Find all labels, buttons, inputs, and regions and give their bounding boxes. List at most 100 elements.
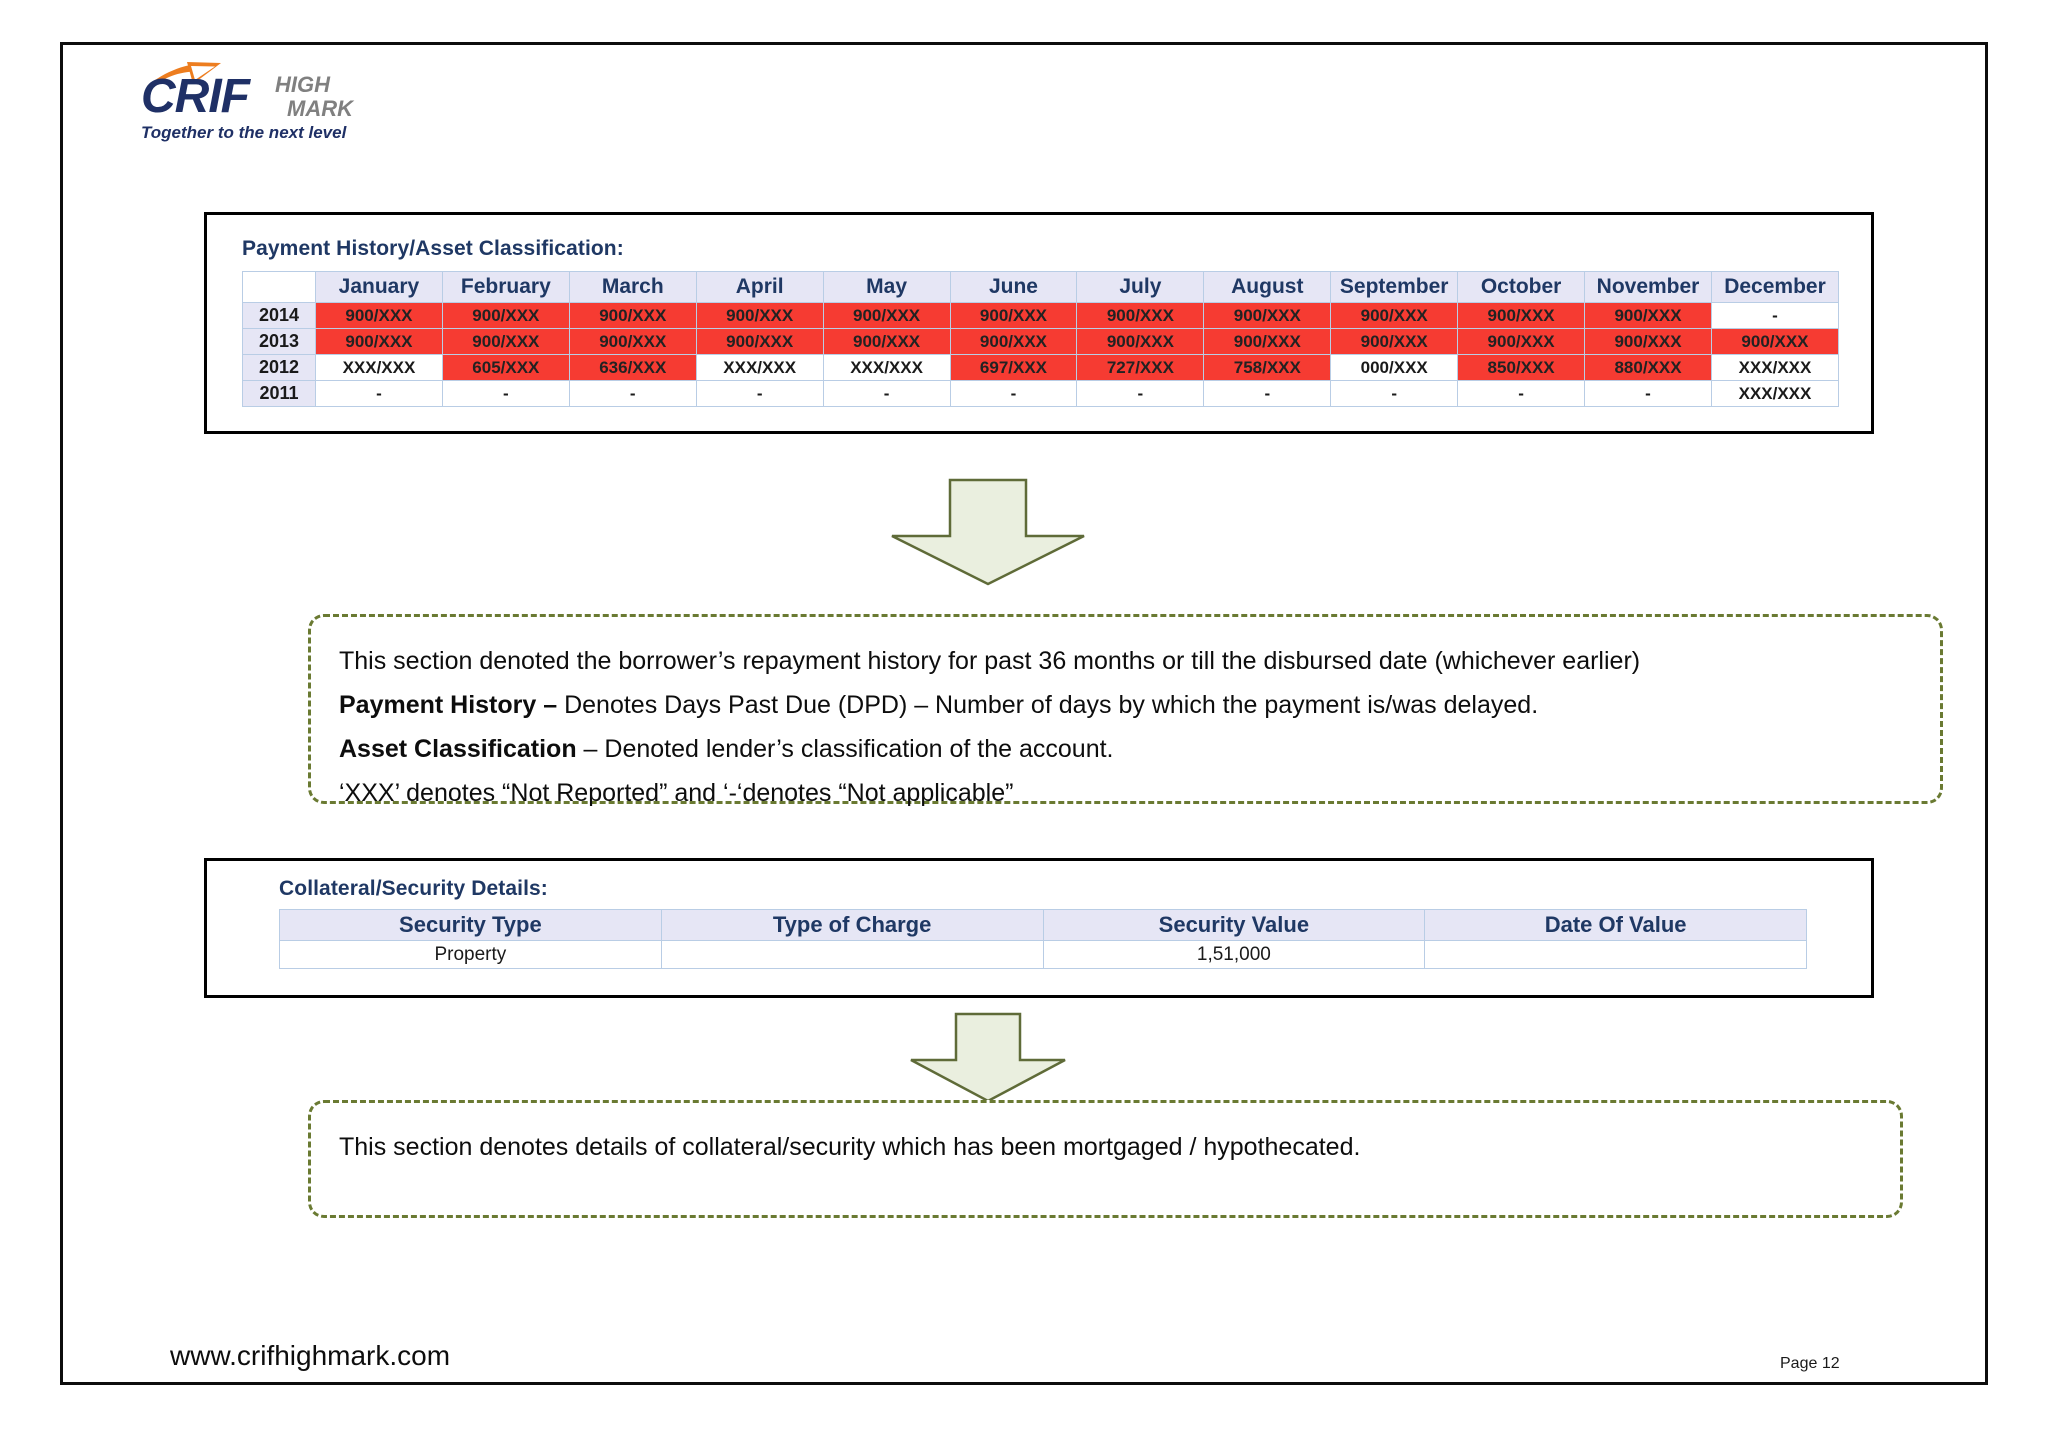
callout-one-line-2-bold: Payment History – [339,691,558,719]
payment-history-cell-2013-december: 900/XXX [1710,328,1840,355]
payment-history-cell-2011-may: - [822,380,951,407]
payment-history-col-header-january: January [315,271,443,303]
payment-history-cell-2012-february: 605/XXX [441,354,570,381]
payment-history-cell-2011-august: - [1203,380,1332,407]
crif-highmark-logo: CRIF HIGH MARK Together to the next leve… [135,50,465,150]
payment-history-cell-2013-july: 900/XXX [1076,328,1205,355]
payment-history-cell-2011-june: - [949,380,1078,407]
payment-history-cell-2011-april: - [695,380,824,407]
callout-one-line-2: Payment History – Denotes Days Past Due … [339,687,1912,723]
footer-website-url[interactable]: www.crifhighmark.com [170,1340,451,1371]
payment-history-cell-2012-august: 758/XXX [1203,354,1332,381]
payment-history-cell-2011-october: - [1457,380,1586,407]
payment-history-cell-2014-march: 900/XXX [568,302,697,329]
down-arrow-2 [908,1012,1068,1109]
payment-history-cell-2012-september: 000/XXX [1330,354,1459,381]
payment-history-cell-2012-april: XXX/XXX [695,354,824,381]
payment-history-col-header-july: July [1076,271,1205,303]
payment-history-cell-2014-february: 900/XXX [441,302,570,329]
payment-history-cell-2012-july: 727/XXX [1076,354,1205,381]
payment-history-cell-2014-june: 900/XXX [949,302,1078,329]
collateral-col-header-type-of-charge: Type of Charge [660,909,1044,941]
callout-one-line-3-rest: – Denoted lender’s classification of the… [576,735,1114,763]
payment-history-col-header-april: April [695,271,824,303]
payment-history-cell-2013-october: 900/XXX [1457,328,1586,355]
payment-history-col-header-december: December [1710,271,1840,303]
collateral-cell-date-of-value [1424,940,1807,969]
down-arrow-2-icon [910,1012,1066,1103]
payment-history-cell-2014-july: 900/XXX [1076,302,1205,329]
payment-history-col-header-february: February [441,271,570,303]
payment-history-year-cell: 2013 [242,328,316,355]
payment-history-col-header-september: September [1330,271,1459,303]
logo-brand-text: CRIF [141,70,252,123]
payment-history-cell-2011-november: - [1584,380,1712,407]
collateral-screenshot: Collateral/Security Details: Security Ty… [204,858,1874,998]
payment-history-cell-2013-may: 900/XXX [822,328,951,355]
logo-mark-text: MARK [287,96,355,121]
payment-history-cell-2013-march: 900/XXX [568,328,697,355]
payment-history-cell-2011-january: - [315,380,443,407]
payment-history-col-header-june: June [949,271,1078,303]
payment-history-cell-2012-december: XXX/XXX [1710,354,1840,381]
payment-history-cell-2014-november: 900/XXX [1584,302,1712,329]
payment-history-cell-2013-november: 900/XXX [1584,328,1712,355]
payment-history-cell-2014-may: 900/XXX [822,302,951,329]
payment-history-year-cell: 2011 [242,380,316,407]
payment-history-cell-2014-april: 900/XXX [695,302,824,329]
callout-one-line-4: ‘XXX’ denotes “Not Reported” and ‘-‘deno… [339,779,1014,807]
collateral-col-header-security-type: Security Type [279,909,662,941]
callout-one-line-3: Asset Classification – Denoted lender’s … [339,731,1912,767]
payment-history-col-header-may: May [822,271,951,303]
payment-history-cell-2011-september: - [1330,380,1459,407]
payment-history-cell-2014-august: 900/XXX [1203,302,1332,329]
callout-collateral: This section denotes details of collater… [308,1100,1903,1218]
callout-two-line-1: This section denotes details of collater… [339,1133,1361,1161]
payment-history-cell-2014-december: - [1710,302,1840,329]
down-arrow-1-icon [891,478,1085,586]
down-arrow-1 [888,478,1088,593]
payment-history-cell-2011-july: - [1076,380,1205,407]
collateral-col-header-date-of-value: Date Of Value [1424,909,1807,941]
payment-history-col-header-november: November [1584,271,1712,303]
payment-history-col-header-march: March [568,271,697,303]
collateral-cell-security-type: Property [279,940,662,969]
callout-one-line-3-bold: Asset Classification [339,735,577,763]
payment-history-year-cell: 2012 [242,354,316,381]
payment-history-cell-2013-april: 900/XXX [695,328,824,355]
payment-history-cell-2013-june: 900/XXX [949,328,1078,355]
payment-history-screenshot: Payment History/Asset Classification: Ja… [204,212,1874,434]
callout-one-line-1: This section denoted the borrower’s repa… [339,647,1641,675]
logo-graphic: CRIF HIGH MARK Together to the next leve… [141,62,355,142]
collateral-title: Collateral/Security Details: [279,877,548,900]
payment-history-row-2011: 2011-----------XXX/XXX [242,380,1840,407]
payment-history-cell-2013-january: 900/XXX [315,328,443,355]
callout-one-line-2-rest: Denotes Days Past Due (DPD) – Number of … [557,691,1539,719]
payment-history-cell-2014-september: 900/XXX [1330,302,1459,329]
payment-history-col-header-october: October [1457,271,1586,303]
payment-history-cell-2011-december: XXX/XXX [1710,380,1840,407]
payment-history-cell-2011-february: - [441,380,570,407]
payment-history-cell-2013-february: 900/XXX [441,328,570,355]
callout-payment-history: This section denoted the borrower’s repa… [308,614,1943,807]
payment-history-col-header-august: August [1203,271,1332,303]
footer-page-number: Page 12 [1780,1355,1840,1372]
collateral-col-header-security-value: Security Value [1042,909,1426,941]
payment-history-cell-2012-march: 636/XXX [568,354,697,381]
payment-history-year-cell: 2014 [242,302,316,329]
payment-history-cell-2014-january: 900/XXX [315,302,443,329]
payment-history-cell-2011-march: - [568,380,697,407]
logo-high-text: HIGH [275,72,331,97]
payment-history-cell-2013-september: 900/XXX [1330,328,1459,355]
arrow-inner-icon [191,66,215,80]
